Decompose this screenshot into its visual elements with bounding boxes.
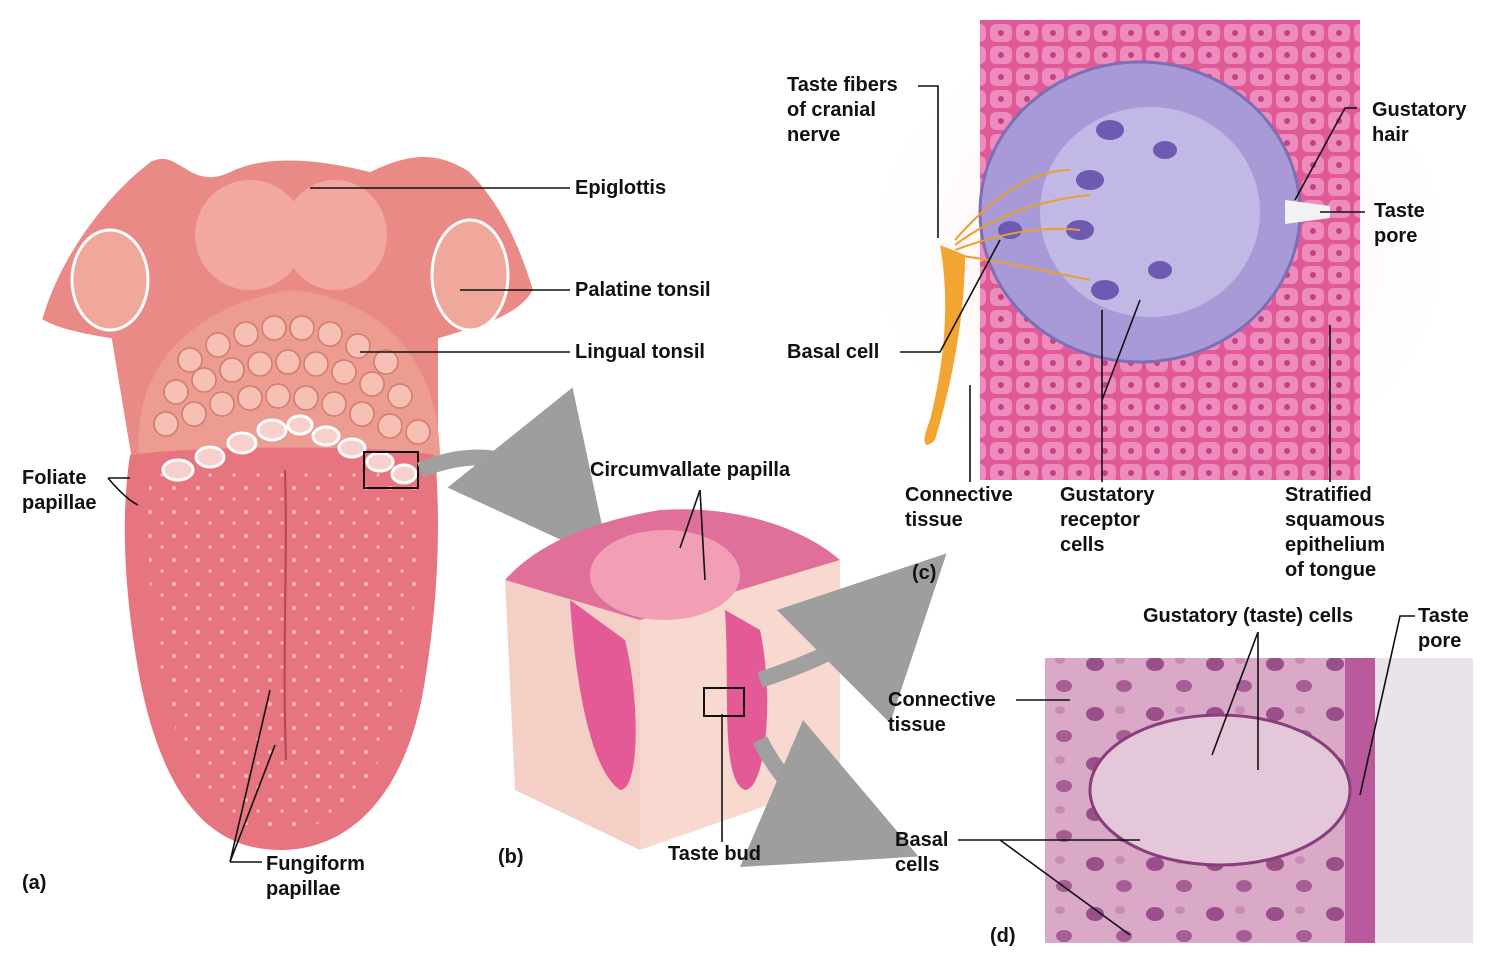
label-connective-tissue-c: Connective tissue [905,483,1013,533]
label-stratified-line3: epithelium [1285,534,1386,556]
leader-lines [107,85,1415,936]
label-gustatory-hair-line1: Gustatory [1372,99,1467,121]
label-taste-fibers: Taste fibers of cranial nerve [787,73,898,148]
label-taste-pore-c: Taste pore [1374,199,1425,249]
label-taste-fibers-line3: nerve [787,124,841,146]
label-connective-tissue-d: Connective tissue [888,688,996,738]
panel-label-c: (c) [912,562,937,584]
taste-pore-opening [1285,200,1330,224]
lumen [1375,658,1473,943]
lingual-tonsil-nodules [153,315,431,445]
label-taste-fibers-line1: Taste fibers [787,74,898,96]
label-taste-pore-d-line1: Taste [1418,605,1469,627]
receptor-nuclei [998,120,1177,300]
nerve-fibers [954,169,1091,281]
label-basal-cells-line1: Basal [895,829,949,851]
label-circumvallate-papilla: Circumvallate papilla [590,459,791,481]
label-foliate-line2: papillae [22,492,97,514]
epiglottis-shape-right [283,180,387,290]
palatine-tonsil-shape-left [70,228,150,332]
label-taste-fibers-line2: of cranial [787,99,876,121]
tongue-illustration [37,153,538,850]
taste-bud-core [1040,107,1260,317]
label-taste-pore-c-line2: pore [1374,225,1418,247]
epiglottis-shape [195,180,305,290]
label-connective-c-line1: Connective [905,484,1013,506]
trench-right [725,610,768,790]
panel-label-b: (b) [498,846,524,868]
trench [570,600,636,790]
papilla-dome [590,530,740,620]
label-foliate-papillae: Foliate papillae [22,466,96,516]
panel-label-a: (a) [22,872,47,894]
label-gustatory-hair-line2: hair [1372,124,1409,146]
label-connective-d-line1: Connective [888,689,996,711]
arrow-b-to-d [739,719,919,867]
label-receptor-line2: receptor [1060,509,1141,531]
nerve-trunk [924,245,965,445]
label-stratified-line4: of tongue [1285,559,1377,581]
label-lingual-tonsil: Lingual tonsil [575,341,705,363]
label-fungiform-line2: papillae [266,878,341,900]
label-stratified-line2: squamous [1285,509,1386,531]
taste-bud-illustration [880,20,1440,480]
label-basal-cells: Basal cells [895,828,948,878]
arrow-a-to-b [417,387,611,563]
panel-label-d: (d) [990,925,1016,947]
label-taste-bud: Taste bud [668,843,761,865]
histology-micrograph [1045,658,1473,943]
label-connective-d-line2: tissue [888,714,946,736]
label-taste-pore-c-line1: Taste [1374,200,1425,222]
zoom-box-b [703,687,745,717]
label-stratified-line1: Stratified [1285,484,1372,506]
label-taste-pore-d: Taste pore [1418,604,1469,654]
bud-outline [1088,713,1352,867]
label-receptor-line3: cells [1060,534,1105,556]
label-gustatory-receptor-cells: Gustatory receptor cells [1060,483,1154,558]
label-basal-cell: Basal cell [787,341,880,363]
median-sulcus [283,469,287,761]
label-gustatory-hair: Gustatory hair [1372,98,1466,148]
circumvallate-row [161,414,418,485]
label-taste-pore-d-line2: pore [1418,630,1462,652]
tongue-body-highlight [148,470,418,832]
label-fungiform-papillae: Fungiform papillae [266,852,365,902]
label-stratified-squamous: Stratified squamous epithelium of tongue [1285,483,1385,583]
label-foliate-line1: Foliate [22,467,87,489]
label-receptor-line1: Gustatory [1060,484,1155,506]
label-fungiform-line1: Fungiform [266,853,365,875]
zoom-box-a [363,451,419,489]
label-gustatory-taste-cells: Gustatory (taste) cells [1143,605,1354,627]
palatine-tonsil-shape [430,218,510,332]
papilla-block [505,509,840,850]
arrow-b-to-c [757,553,947,724]
label-epiglottis: Epiglottis [575,177,667,199]
label-basal-cells-line2: cells [895,854,940,876]
label-connective-c-line2: tissue [905,509,963,531]
label-palatine-tonsil: Palatine tonsil [575,279,711,301]
